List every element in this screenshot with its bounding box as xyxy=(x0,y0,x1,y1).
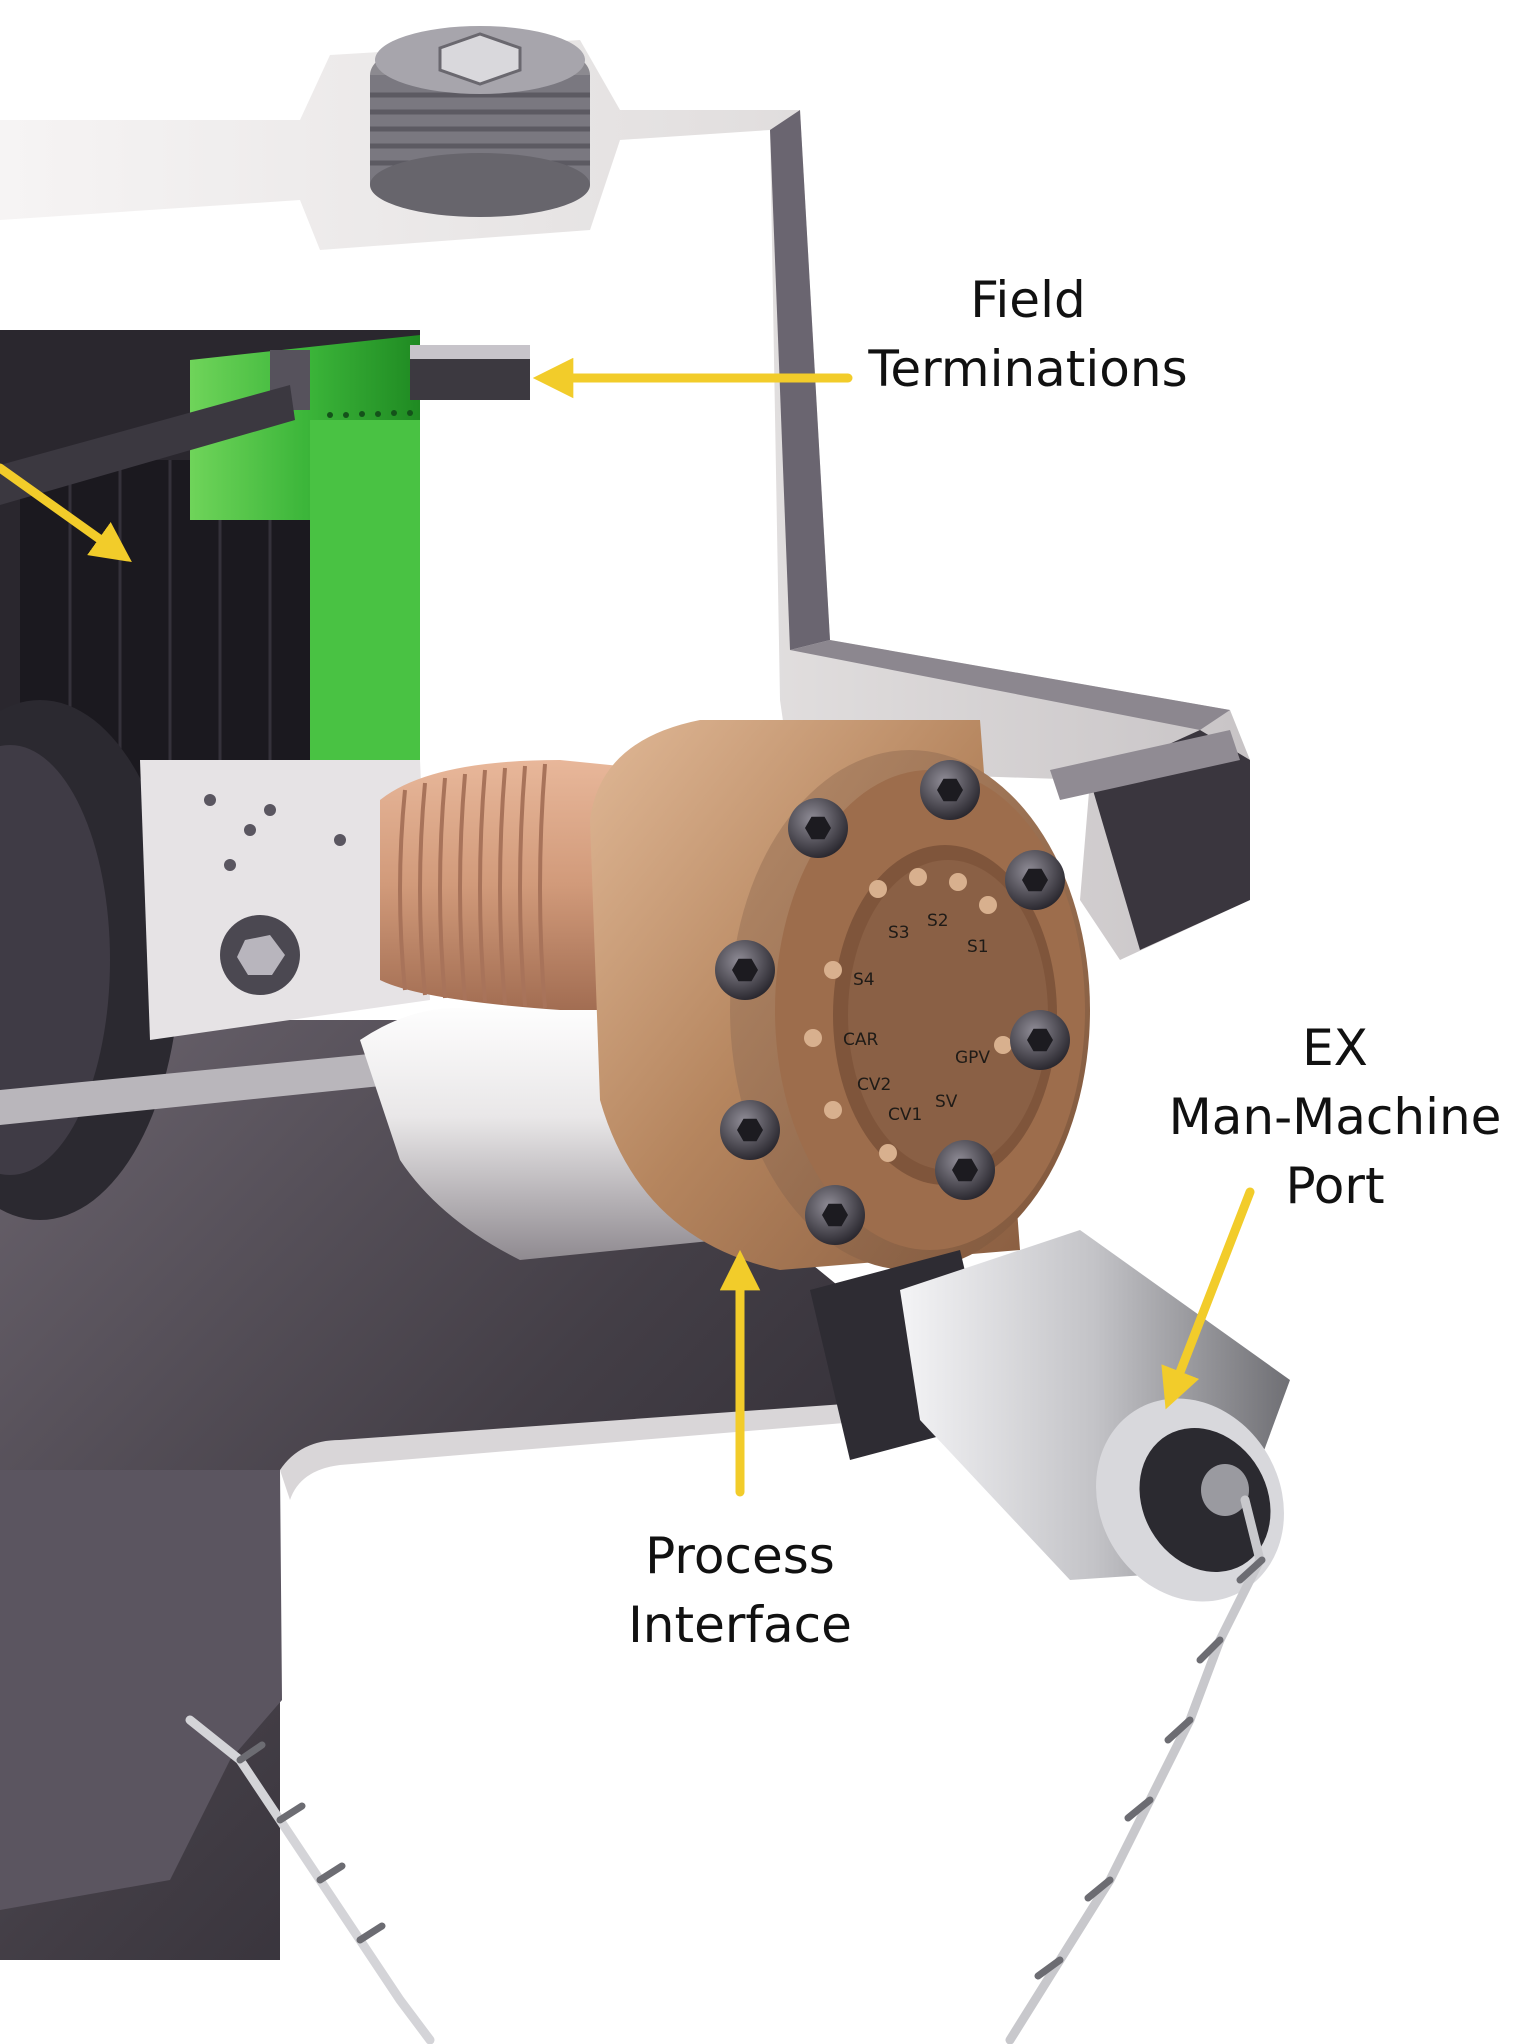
bolt-hex-socket xyxy=(937,778,963,802)
flange-bolts xyxy=(715,760,1070,1245)
label-process-interface-line2: Interface xyxy=(628,1596,852,1654)
connector-pin-dots xyxy=(804,868,1012,1162)
pin-label-s4: S4 xyxy=(853,970,875,990)
threaded-section xyxy=(380,760,660,1010)
bolt-hex-socket xyxy=(732,958,758,982)
pin-label-s1: S1 xyxy=(967,937,989,957)
label-ex-line3: Port xyxy=(1285,1157,1385,1215)
retaining-chain-left xyxy=(185,1715,435,2044)
pin-label-cv2: CV2 xyxy=(857,1075,891,1095)
bolt-hex-socket xyxy=(805,816,831,840)
label-ex-man-machine-port: EX Man-Machine Port xyxy=(1150,1014,1518,1221)
right-terminal-strip xyxy=(1050,730,1240,800)
housing-edge-highlight xyxy=(280,1400,900,1500)
pin-label-s2: S2 xyxy=(927,911,949,931)
label-ex-line1: EX xyxy=(1302,1019,1368,1077)
connector-face-inner xyxy=(848,860,1048,1170)
label-ex-line2: Man-Machine xyxy=(1168,1088,1502,1146)
bolt-hex-socket xyxy=(1027,1028,1053,1052)
top-threaded-plug xyxy=(370,26,590,217)
bolt-hex-socket xyxy=(822,1203,848,1227)
arrow-ex-port xyxy=(1161,1187,1255,1410)
terminal-blocks xyxy=(270,345,530,410)
green-terminal-board xyxy=(190,335,420,785)
housing-neck xyxy=(0,1470,282,1910)
bolt-hex-socket xyxy=(737,1118,763,1142)
bolt-hex-socket xyxy=(1022,868,1048,892)
bolt-hex-socket xyxy=(952,1158,978,1182)
shell-side xyxy=(1090,730,1250,950)
pin-label-s3: S3 xyxy=(888,923,910,943)
pin-label-gpv: GPV xyxy=(955,1048,990,1068)
callout-arrows xyxy=(0,357,1255,1497)
label-field-terminations-line1: Field xyxy=(970,271,1086,329)
label-field-terminations-line2: Terminations xyxy=(868,340,1188,398)
label-field-terminations: Field Terminations xyxy=(858,266,1198,404)
retaining-chain-right xyxy=(1005,1495,1266,2044)
pin-label-cv1: CV1 xyxy=(888,1105,922,1125)
label-process-interface-line1: Process xyxy=(645,1527,835,1585)
bracket-plate xyxy=(140,760,430,1040)
label-process-interface: Process Interface xyxy=(600,1522,880,1660)
pin-label-car: CAR xyxy=(843,1030,878,1050)
round-module-face xyxy=(0,745,110,1175)
shell-edge-lower xyxy=(790,640,1230,730)
cable-rod xyxy=(0,385,295,505)
ex-port-cap xyxy=(810,1230,1290,1602)
pin-label-sv: SV xyxy=(935,1092,958,1112)
arrow-left-module xyxy=(0,463,132,563)
